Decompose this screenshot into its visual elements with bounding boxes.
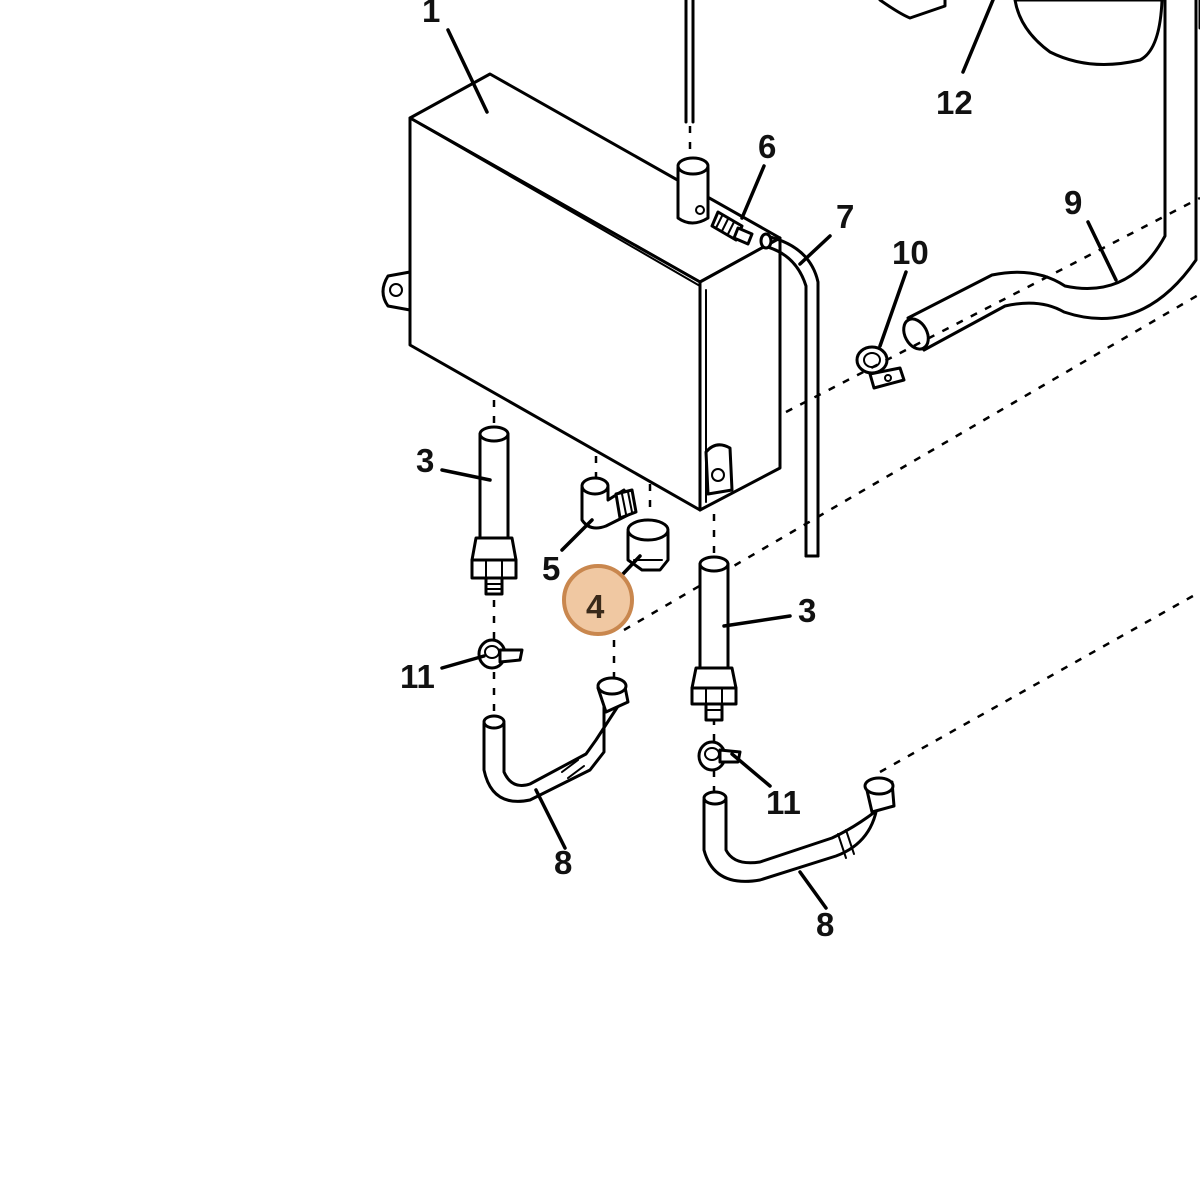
elbow-fitting-5: [580, 476, 638, 530]
callout-8-left: 8: [554, 844, 572, 881]
tube-7: [759, 232, 820, 558]
highlight-ring: [562, 564, 634, 636]
clamp-10: [855, 345, 906, 390]
level-sensor-left: [470, 425, 518, 596]
callout-3-right: 3: [798, 592, 816, 629]
callout-8-right: 8: [816, 906, 834, 943]
callout-4: 4: [586, 588, 605, 625]
hose-9: [902, 0, 1198, 352]
callout-3-left: 3: [416, 442, 434, 479]
callout-10: 10: [892, 234, 929, 271]
hose-clamp-left: [477, 638, 524, 670]
callout-12: 12: [936, 84, 973, 121]
level-sensor-right: [690, 555, 738, 722]
fitting-6: [710, 210, 754, 246]
callout-9: 9: [1064, 184, 1082, 221]
callout-7: 7: [836, 198, 854, 235]
callout-11-left: 11: [400, 658, 435, 695]
hose-8-right: [702, 776, 896, 883]
callout-1: 1: [422, 0, 440, 29]
leader-lines: [440, 0, 1118, 910]
hose-clamp-right: [697, 740, 742, 772]
alignment-lines: [492, 196, 1200, 792]
filler-neck: [676, 0, 710, 225]
callout-11-right: 11: [766, 784, 801, 821]
component-12: [878, 0, 1200, 66]
callout-6: 6: [758, 128, 776, 165]
reservoir-tank: [381, 72, 782, 512]
callout-labels: 1 12 6 7 9 10 3 5 4 3 11 11 8 8: [400, 0, 1082, 943]
callout-5: 5: [542, 550, 560, 587]
hose-8-left: [482, 676, 630, 803]
